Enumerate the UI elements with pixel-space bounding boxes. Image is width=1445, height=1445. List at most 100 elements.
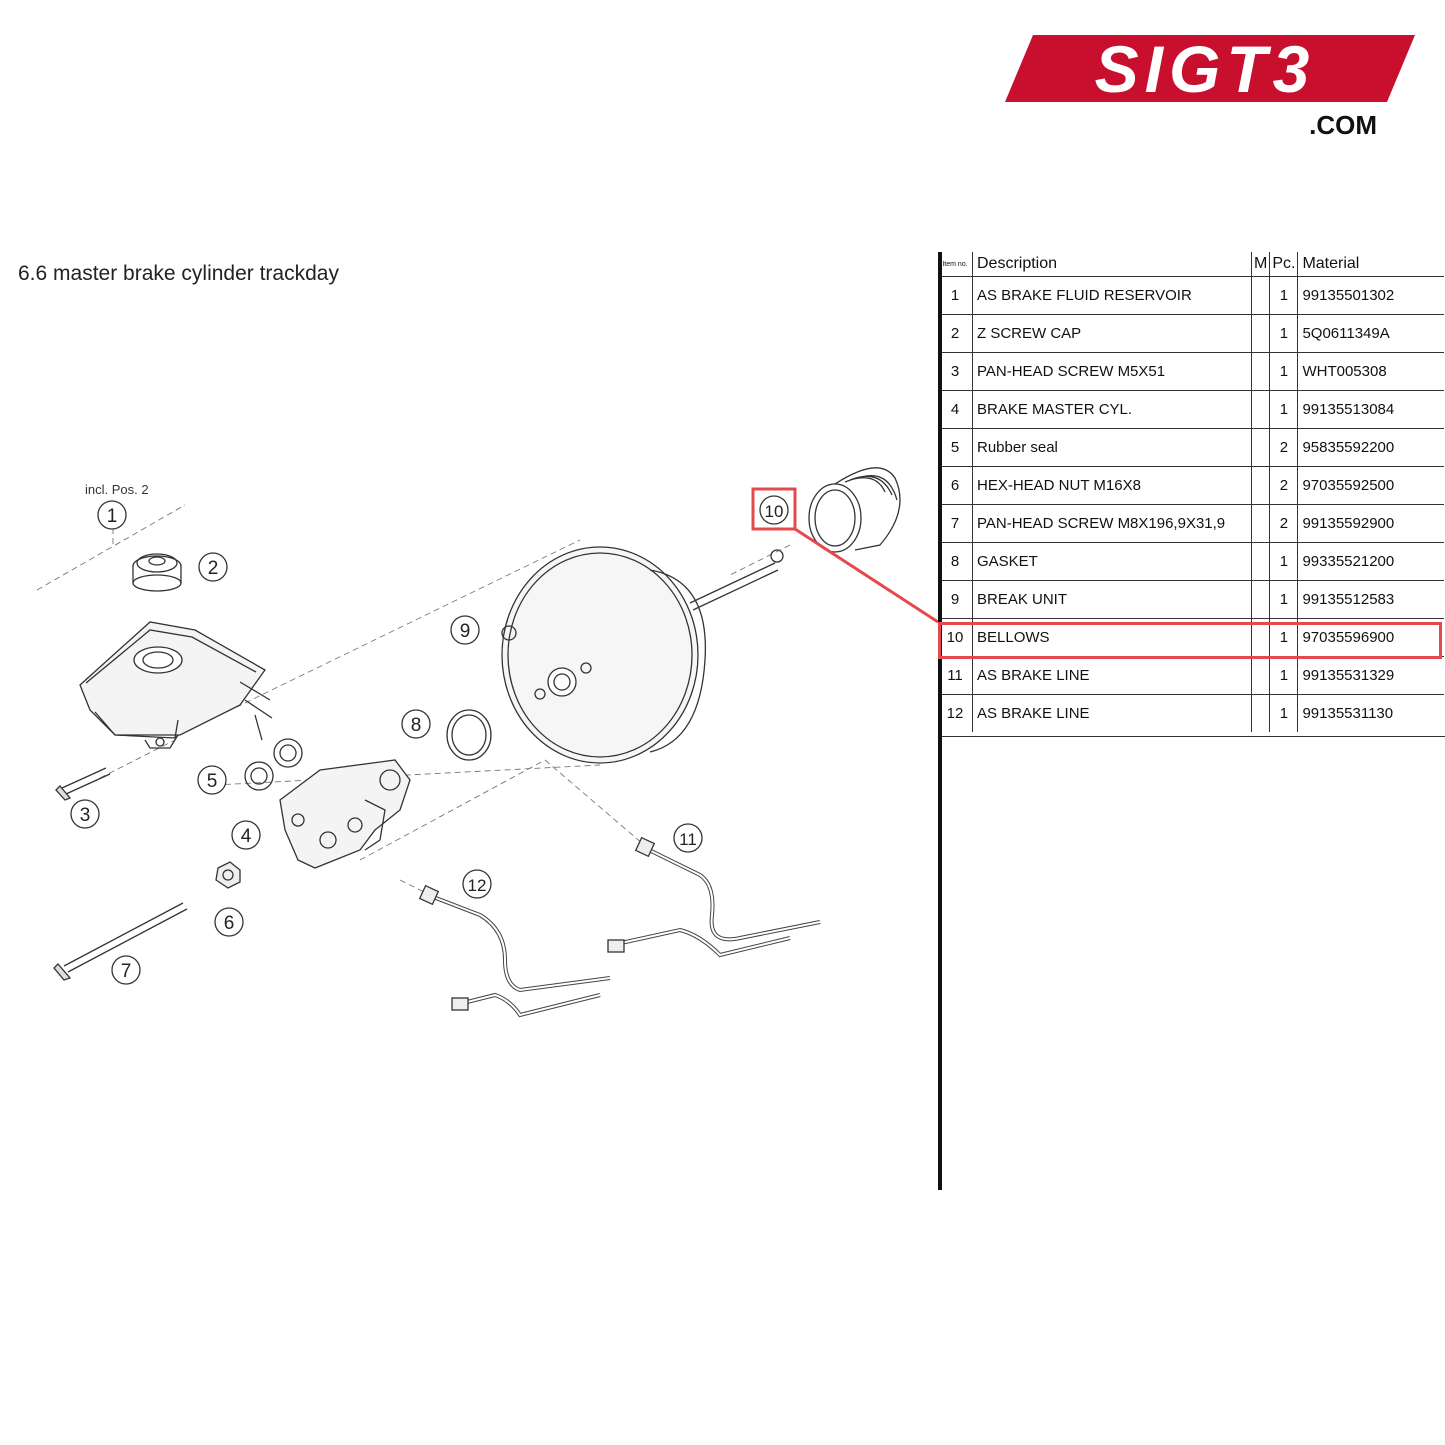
cell-description: PAN-HEAD SCREW M8X196,9X31,9 <box>972 504 1252 543</box>
callout-3[interactable]: 3 <box>70 799 100 829</box>
cell-material: 99135512583 <box>1297 580 1445 619</box>
table-row[interactable]: 9 BREAK UNIT 1 99135512583 <box>938 580 1445 619</box>
cell-m <box>1251 466 1271 505</box>
cell-pc: 2 <box>1269 428 1299 467</box>
cell-material: 99135531329 <box>1297 656 1445 695</box>
header-m: M <box>1251 252 1271 277</box>
logo-banner <box>1005 35 1415 102</box>
long-screw-part <box>53 902 188 981</box>
table-row[interactable]: 4 BRAKE MASTER CYL. 1 99135513084 <box>938 390 1445 429</box>
cell-m <box>1251 314 1271 353</box>
header-material: Material <box>1302 255 1360 272</box>
cell-description: Z SCREW CAP <box>972 314 1252 353</box>
callout-9[interactable]: 9 <box>450 615 480 645</box>
cell-description: BREAK UNIT <box>972 580 1252 619</box>
cell-m <box>1251 428 1271 467</box>
logo-text: SIGT3 <box>1095 32 1316 106</box>
brake-fluid-reservoir-part <box>79 621 273 749</box>
callout-12[interactable]: 12 <box>462 869 492 899</box>
cell-item-no: 8 <box>938 542 973 581</box>
callout-10[interactable]: 10 <box>759 495 789 525</box>
gasket-part <box>446 709 492 761</box>
cell-item-no: 4 <box>938 390 973 429</box>
cell-description: GASKET <box>972 542 1252 581</box>
cell-m <box>1251 390 1271 429</box>
cell-item-no: 7 <box>938 504 973 543</box>
table-row[interactable]: 8 GASKET 1 99335521200 <box>938 542 1445 581</box>
callout-label: 11 <box>679 830 697 849</box>
cell-item-no: 2 <box>938 314 973 353</box>
callout-2[interactable]: 2 <box>198 552 228 582</box>
cell-description: Rubber seal <box>972 428 1252 467</box>
hex-nut-part <box>215 861 241 889</box>
cell-pc: 1 <box>1269 314 1299 353</box>
callout-6[interactable]: 6 <box>214 907 244 937</box>
cell-item-no: 5 <box>938 428 973 467</box>
cell-pc: 1 <box>1269 580 1299 619</box>
cell-pc: 1 <box>1269 542 1299 581</box>
pan-head-screw-part <box>55 767 111 801</box>
callout-11[interactable]: 11 <box>673 823 703 853</box>
cell-m <box>1251 656 1271 695</box>
cell-m <box>1251 352 1271 391</box>
callout-label: 4 <box>241 826 252 847</box>
cell-m <box>1251 276 1271 315</box>
rubber-seal-part <box>244 738 303 791</box>
callout-7[interactable]: 7 <box>111 955 141 985</box>
callout-label: 10 <box>765 502 784 521</box>
table-row[interactable]: 11 AS BRAKE LINE 1 99135531329 <box>938 656 1445 695</box>
table-row[interactable]: 12 AS BRAKE LINE 1 99135531130 <box>938 694 1445 732</box>
cell-material: 97035592500 <box>1297 466 1445 505</box>
table-row[interactable]: 1 AS BRAKE FLUID RESERVOIR 1 99135501302 <box>938 276 1445 315</box>
callout-5[interactable]: 5 <box>197 765 227 795</box>
cell-material: 99135501302 <box>1297 276 1445 315</box>
diagram-leader-lines <box>36 504 791 901</box>
section-title: 6.6 master brake cylinder trackday <box>18 262 339 285</box>
callout-label: 1 <box>107 506 118 527</box>
callout-label: 3 <box>80 805 91 826</box>
cell-m <box>1251 542 1271 581</box>
cell-item-no: 9 <box>938 580 973 619</box>
cell-item-no: 12 <box>938 694 973 732</box>
cell-m <box>1251 618 1271 657</box>
callout-label: 2 <box>208 558 219 579</box>
cell-description: AS BRAKE LINE <box>972 694 1252 732</box>
table-bottom-rule <box>942 736 1445 737</box>
callout-label: 8 <box>411 715 422 736</box>
diagram-note: incl. Pos. 2 <box>85 482 149 497</box>
cell-m <box>1251 694 1271 732</box>
callout-8[interactable]: 8 <box>401 709 431 739</box>
header-pc: Pc. <box>1269 252 1299 277</box>
table-left-rule <box>938 252 942 1190</box>
table-row[interactable]: 7 PAN-HEAD SCREW M8X196,9X31,9 2 9913559… <box>938 504 1445 543</box>
cell-pc: 1 <box>1269 656 1299 695</box>
cell-material: 99135592900 <box>1297 504 1445 543</box>
table-row[interactable]: 6 HEX-HEAD NUT M16X8 2 97035592500 <box>938 466 1445 505</box>
callout-label: 5 <box>207 771 218 792</box>
cell-description: AS BRAKE FLUID RESERVOIR <box>972 276 1252 315</box>
callout-label: 9 <box>460 621 471 642</box>
cell-material: 99335521200 <box>1297 542 1445 581</box>
cell-m <box>1251 504 1271 543</box>
cell-pc: 1 <box>1269 352 1299 391</box>
screw-cap-part <box>132 553 182 592</box>
cell-pc: 1 <box>1269 276 1299 315</box>
callout-1[interactable]: 1 <box>97 500 127 530</box>
cell-description: PAN-HEAD SCREW M5X51 <box>972 352 1252 391</box>
bellows-row-highlight <box>938 622 1442 659</box>
site-logo[interactable]: SIGT3 .COM <box>1005 30 1415 145</box>
header-description: Description <box>972 252 1252 277</box>
table-row[interactable]: 3 PAN-HEAD SCREW M5X51 1 WHT005308 <box>938 352 1445 391</box>
cell-material: 99135531130 <box>1297 694 1445 732</box>
callout-label: 6 <box>224 913 235 934</box>
callout-label: 7 <box>121 961 132 982</box>
brake-booster-part <box>501 546 784 764</box>
cell-pc: 2 <box>1269 504 1299 543</box>
callout-4[interactable]: 4 <box>231 820 261 850</box>
cell-pc: 1 <box>1269 694 1299 732</box>
logo-suffix: .COM <box>1309 110 1377 140</box>
table-row[interactable]: 5 Rubber seal 2 95835592200 <box>938 428 1445 467</box>
table-header-row: Item no. Description M Pc. Material <box>938 252 1444 277</box>
cell-item-no: 1 <box>938 276 973 315</box>
table-row[interactable]: 2 Z SCREW CAP 1 5Q0611349A <box>938 314 1445 353</box>
